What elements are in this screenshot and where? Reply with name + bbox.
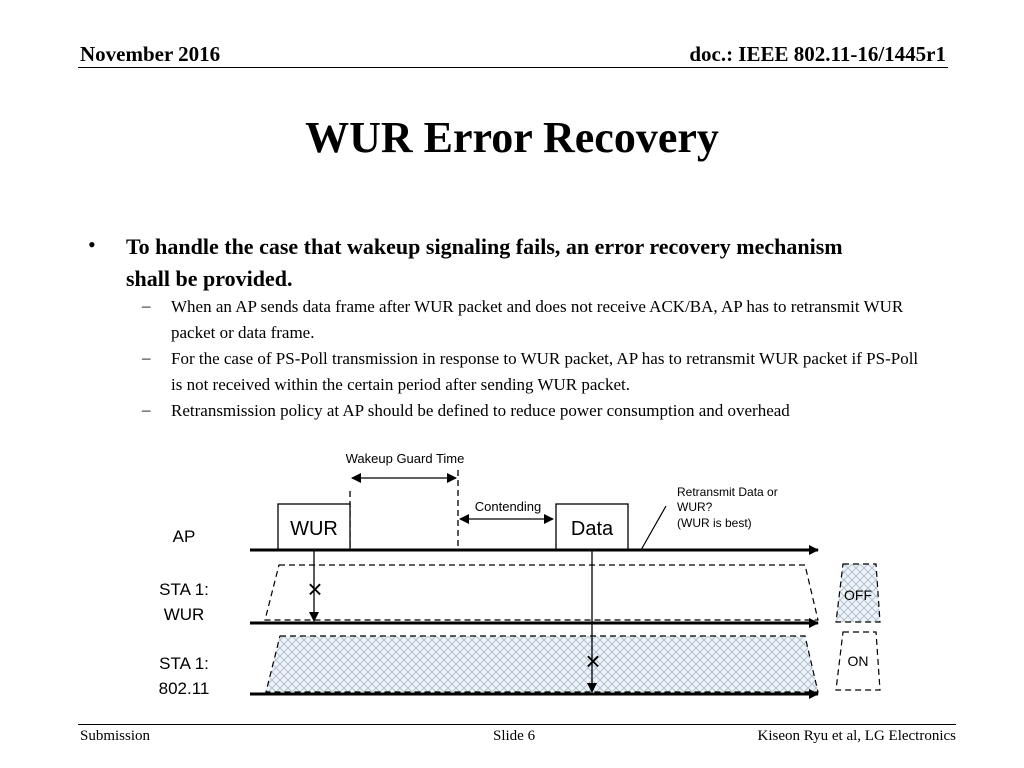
wur-packet-label: WUR [290, 518, 338, 540]
retransmit-label-line2: WUR? [677, 500, 713, 514]
header-date: November 2016 [80, 42, 221, 66]
bullet-marker: • [88, 232, 96, 257]
sub-bullet-marker: – [142, 296, 151, 315]
sub-bullet-text: For the case of PS-Poll transmission in … [171, 349, 919, 394]
data-frame-label: Data [571, 518, 614, 540]
row-label-sta-wur-line2: WUR [164, 605, 205, 624]
retransmit-label-line1: Retransmit Data or [677, 485, 778, 499]
bullet-main-text: To handle the case that wakeup signaling… [126, 234, 843, 291]
legend-on-label: ON [848, 653, 869, 669]
legend-off-swatch [835, 563, 881, 623]
guard-time-label: Wakeup Guard Time [346, 451, 465, 466]
header-doc-id: doc.: IEEE 802.11-16/1445r1 [689, 42, 946, 66]
footer-author: Kiseon Ryu et al, LG Electronics [757, 728, 956, 744]
header-rule [78, 67, 948, 68]
sub-bullet-marker: – [142, 348, 151, 367]
sta-wur-on-region [264, 564, 819, 621]
wur-timing-diagram: Wakeup Guard Time Contending Retransmit … [159, 451, 881, 699]
legend-off-label: OFF [844, 587, 872, 603]
wur-packet-box [277, 503, 351, 551]
sub-bullet-text: When an AP sends data frame after WUR pa… [171, 297, 904, 342]
legend-on-swatch [835, 631, 881, 691]
data-fail-marker: × [585, 646, 600, 676]
footer-rule [78, 724, 956, 725]
sub-bullet-marker: – [142, 400, 151, 419]
slide-title: WUR Error Recovery [305, 113, 719, 162]
sta-80211-off-region [265, 635, 819, 693]
row-label-ap: AP [173, 527, 196, 546]
retransmit-pointer-line [640, 505, 667, 551]
row-label-sta-80211-line1: STA 1: [159, 654, 209, 673]
row-label-sta-wur-line1: STA 1: [159, 580, 209, 599]
retransmit-label-line3: (WUR is best) [677, 516, 752, 530]
row-label-sta-80211-line2: 802.11 [159, 679, 210, 698]
contending-label: Contending [475, 499, 542, 514]
sub-bullet-text: Retransmission policy at AP should be de… [171, 401, 790, 420]
wur-fail-marker: × [307, 574, 322, 604]
footer-submission: Submission [80, 728, 151, 744]
footer-slide-number: Slide 6 [493, 728, 536, 744]
